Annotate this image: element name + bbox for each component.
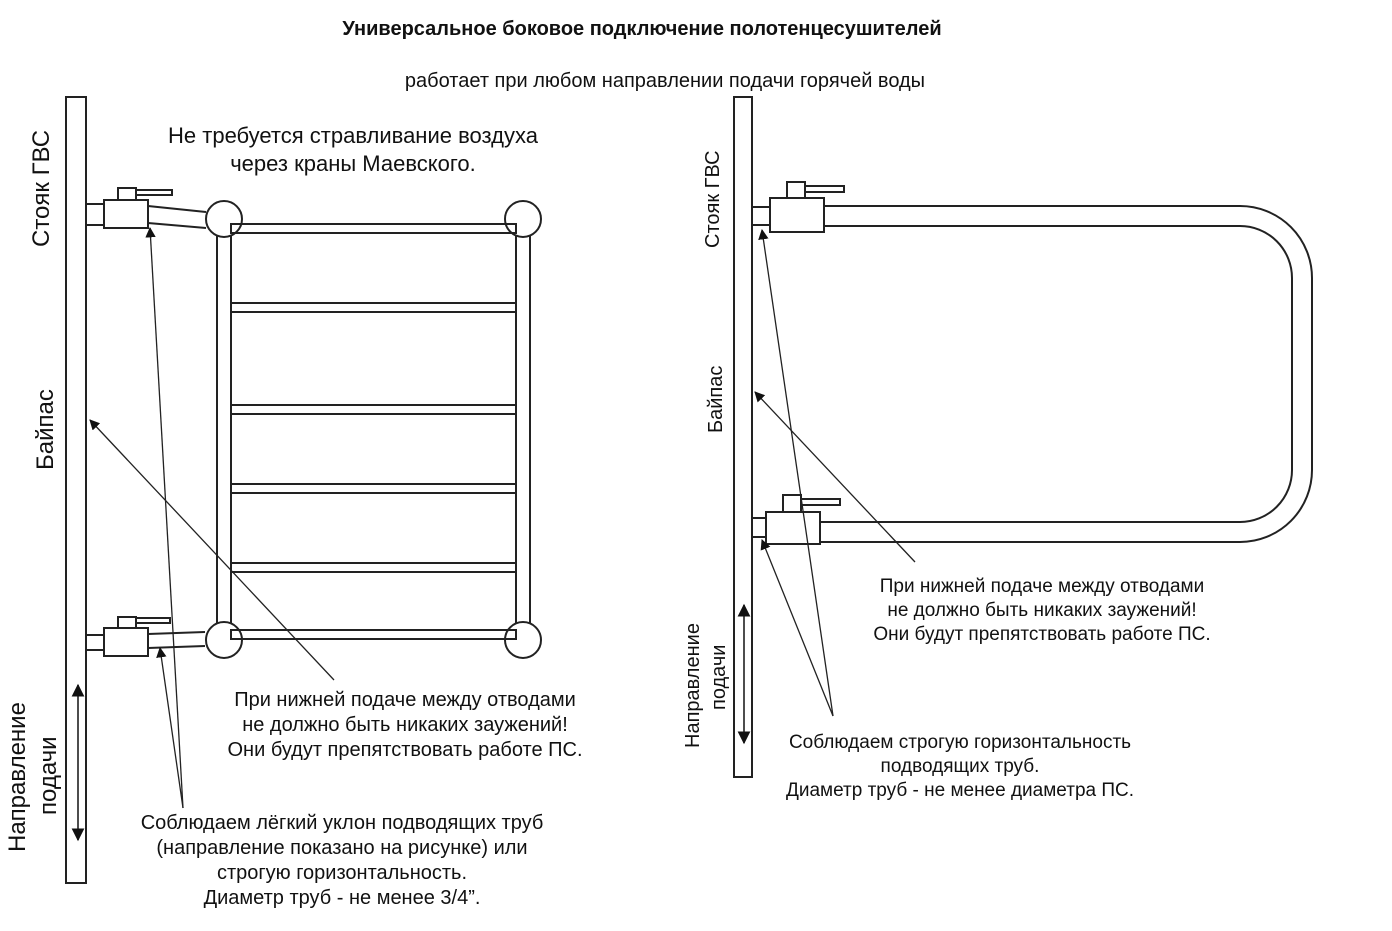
right-bypass-label: Байпас [705, 365, 727, 433]
left-lower-supply-pipe [147, 631, 206, 649]
right-bottom-feed-note: При нижней подаче между отводами не долж… [840, 575, 1244, 646]
right-bypass-pointer-arrow [754, 391, 916, 563]
right-upper-valve-stem [786, 181, 806, 199]
left-lower-valve-stem [117, 616, 137, 629]
rail-top-left-plug [205, 200, 243, 238]
left-upper-slope-pointer-arrow [145, 226, 184, 809]
right-horizontal-note-line: подводящих труб. [880, 755, 1040, 777]
left-riser-label: Стояк ГВС [28, 129, 55, 247]
right-lower-nipple [752, 517, 767, 538]
left-upper-supply-pipe [147, 205, 207, 229]
left-bypass-label: Байпас [32, 389, 59, 470]
page-subtitle: работает при любом направлении подачи го… [404, 70, 926, 92]
left-lower-slope-pointer-arrow [156, 646, 184, 809]
right-bottom-feed-note-line: Они будут препятствовать работе ПС. [873, 623, 1211, 645]
left-slope-note: Соблюдаем лёгкий уклон подводящих труб (… [100, 811, 584, 911]
right-lower-valve-handle [801, 498, 841, 506]
rail-crossbar [230, 302, 517, 313]
left-air-note: Не требуется стравливание воздуха через … [130, 122, 576, 177]
right-lower-valve-stem [782, 494, 802, 513]
rail-crossbar [230, 483, 517, 494]
left-upper-nipple [86, 203, 105, 226]
right-horizontal-note: Соблюдаем строгую горизонтальность подво… [752, 731, 1168, 802]
left-lower-valve-handle [136, 617, 171, 624]
right-upper-nipple [752, 206, 771, 226]
left-riser-pipe [65, 96, 87, 884]
left-air-note-line: через краны Маевского. [230, 150, 476, 176]
right-horizontal-note-line: Диаметр труб - не менее диаметра ПС. [785, 779, 1135, 801]
left-slope-note-line: строгую горизонтальность. [216, 862, 468, 884]
left-slope-note-line: (направление показано на рисунке) или [156, 837, 528, 859]
left-lower-valve [103, 627, 149, 657]
right-lower-horizontal-pointer-arrow [760, 539, 834, 717]
left-slope-note-line: Диаметр труб - не менее 3/4”. [203, 887, 481, 909]
right-horizontal-note-line: Соблюдаем строгую горизонтальность [788, 732, 1132, 753]
right-upper-valve [769, 197, 825, 233]
left-bottom-feed-note-line: Они будут препятствовать работе ПС. [227, 739, 583, 761]
left-direction-label-line2: подачи [35, 736, 62, 815]
right-direction-label-line1: Направление [682, 623, 704, 748]
rail-crossbar [230, 223, 517, 234]
u-rail-inner [820, 225, 1293, 523]
right-riser-label: Стояк ГВС [702, 150, 724, 248]
left-bottom-feed-note-line: не должно быть никаких заужений! [242, 714, 568, 736]
rail-crossbar [230, 562, 517, 573]
right-bottom-feed-note-line: не должно быть никаких заужений! [887, 599, 1197, 621]
left-air-note-line: Не требуется стравливание воздуха [168, 123, 538, 148]
left-rail-side-bar [216, 203, 232, 657]
rail-crossbar [230, 629, 517, 640]
right-bottom-feed-note-line: При нижней подаче между отводами [879, 576, 1205, 597]
left-slope-note-line: Соблюдаем лёгкий уклон подводящих труб [140, 812, 544, 834]
right-upper-horizontal-pointer-arrow [758, 228, 834, 717]
rail-top-right-plug [504, 200, 542, 238]
left-bottom-feed-note-line: При нижней подаче между отводами [234, 689, 576, 711]
left-bypass-pointer-arrow [89, 419, 335, 681]
left-upper-valve-stem [117, 187, 137, 201]
right-upper-valve-handle [805, 185, 845, 193]
rail-crossbar [230, 404, 517, 415]
right-rail-side-bar [515, 203, 531, 657]
u-rail-outer [820, 205, 1313, 543]
left-lower-nipple [86, 634, 105, 651]
left-upper-valve-handle [136, 189, 173, 196]
left-bottom-feed-note: При нижней подаче между отводами не долж… [188, 688, 622, 763]
right-direction-label-line2: подачи [708, 644, 730, 710]
right-riser-pipe [733, 96, 753, 778]
left-upper-valve [103, 199, 149, 229]
page-title: Универсальное боковое подключение полоте… [342, 18, 942, 40]
right-lower-valve [765, 511, 821, 545]
left-direction-label-line1: Направление [4, 702, 31, 852]
